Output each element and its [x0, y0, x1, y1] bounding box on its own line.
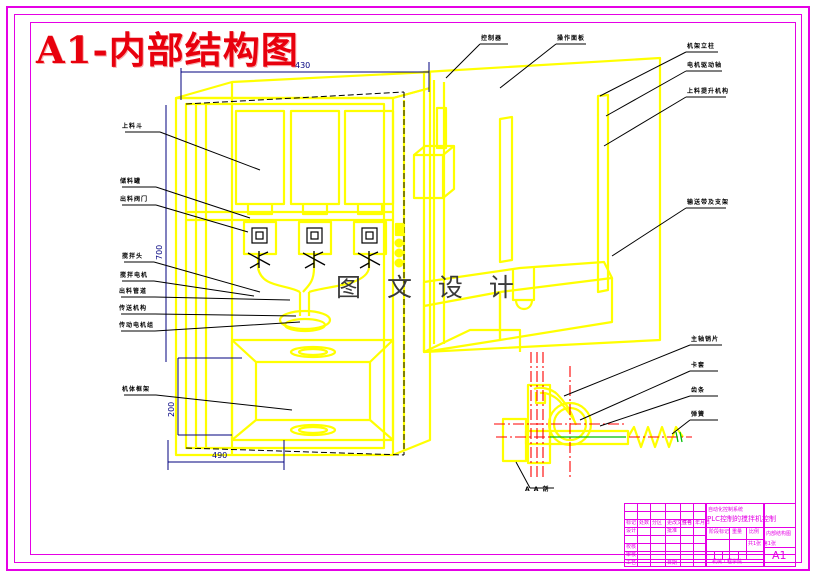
annotation-label: 主轴销片: [691, 336, 720, 343]
page-title: A1-内部结构图: [36, 28, 299, 72]
annotation-label: A A 剖: [525, 486, 550, 493]
annotation-label: 传送机构: [119, 305, 148, 312]
title-block-row-labels: 更改文件号: [667, 520, 693, 526]
title-block-drawing-name: 内部结构图: [766, 531, 792, 537]
title-block-field: 日期: [667, 560, 678, 566]
title-block-stage: 阶段标记: [709, 529, 730, 535]
sheet-border-outer: [6, 6, 810, 571]
title-block-scale: 比例: [749, 529, 760, 535]
watermark-text: 图 文 设 计: [336, 273, 523, 302]
title-block-field: 工艺: [626, 560, 637, 566]
annotation-label: 搅拌电机: [120, 272, 149, 279]
annotation-label: 储料罐: [120, 178, 142, 185]
title-block-field: 审核: [626, 552, 637, 558]
annotation-label: 齿条: [691, 387, 706, 394]
dimension-width-bottom: 490: [212, 451, 228, 460]
title-block-field: 批准: [667, 528, 678, 534]
annotation-label: 卡套: [691, 362, 706, 369]
annotation-label: 上料提升机构: [687, 88, 730, 95]
title-block-weight: 重量: [732, 529, 743, 535]
title-block-company: 自动化控制系统: [708, 507, 744, 513]
annotation-label: 搅拌头: [122, 253, 144, 260]
sheet-border-frame: [30, 22, 796, 555]
annotation-label: 机体框架: [122, 386, 151, 393]
title-block-row-labels: 处数: [639, 520, 650, 526]
dimension-height-low: 200: [167, 401, 176, 417]
annotation-label: 出料管道: [119, 288, 148, 295]
title-block-sheet-label: 共1张 第1张: [748, 541, 776, 547]
title-block-row-labels: 签名: [682, 520, 693, 526]
title-block-field: 校核: [626, 544, 637, 550]
title-block-row-labels: 年月日: [695, 520, 711, 526]
annotation-label: 输送带及支架: [687, 199, 730, 206]
dimension-height-left: 700: [155, 244, 164, 260]
title-block-project: PLC控制的搅拌机控制: [707, 515, 777, 523]
title-block-footer: 机械工程学院: [712, 559, 743, 565]
title-block-row-labels: 标记: [626, 520, 637, 526]
annotation-label: 操作面板: [557, 35, 586, 42]
annotation-label: 电机驱动轴: [687, 62, 723, 69]
title-block-sheet-code: A1: [772, 549, 787, 562]
annotation-label: 传动电机组: [119, 322, 155, 329]
annotation-label: 弹簧: [691, 411, 706, 418]
annotation-label: 出料阀门: [120, 196, 149, 203]
title-block-field: 设计: [626, 528, 637, 534]
annotation-label: 控制器: [481, 35, 503, 42]
title-block-row-labels: 分区: [652, 520, 663, 526]
sheet-border-inner: [14, 14, 802, 563]
annotation-label: 上料斗: [122, 123, 144, 130]
dimension-width-top: 430: [295, 61, 311, 70]
annotation-label: 机架立柱: [687, 43, 716, 50]
